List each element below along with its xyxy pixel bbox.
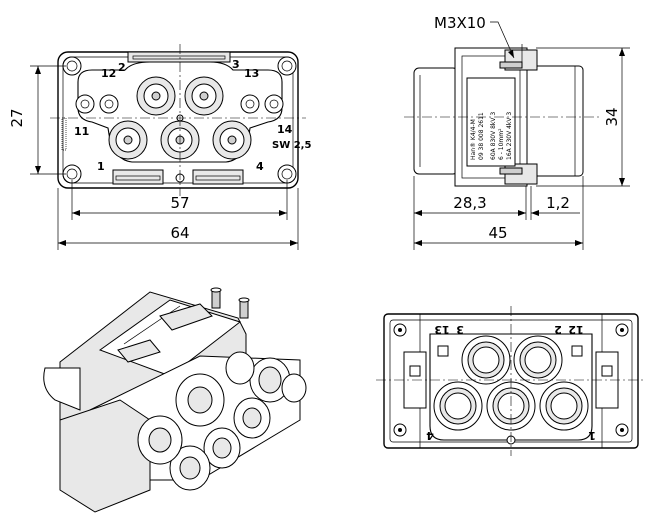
dim-height-side: 34 <box>603 107 621 126</box>
contact-label-3: 3 <box>232 58 240 71</box>
rear-label-4: 4 <box>426 429 434 442</box>
dim-total: 45 <box>488 224 507 242</box>
dim-width-outer: 64 <box>170 224 189 242</box>
rear-label-12: 12 <box>568 323 583 336</box>
rear-label-2: 2 <box>554 323 562 336</box>
corner-label-1: 1 <box>97 160 105 173</box>
rear-screw-icons <box>393 323 629 437</box>
label-line-1: Han® K4/4-M <box>470 119 477 160</box>
dim-height-front: 27 <box>8 108 26 127</box>
side-view: Han® K4/4-M 09 38 008 2611 60A 830V 8kV … <box>404 14 630 250</box>
rear-label-1: 1 <box>588 429 596 442</box>
contact-label-14: 14 <box>277 123 293 136</box>
rear-view: 13 3 2 12 4 1 <box>376 306 646 456</box>
dim-width-inner: 57 <box>170 194 189 212</box>
screw-label: M3X10 <box>434 14 486 32</box>
sw-label: SW 2,5 <box>272 140 311 151</box>
corner-label-4: 4 <box>256 160 264 173</box>
dim-depth-body: 28,3 <box>453 194 486 212</box>
signal-contact-icons <box>75 94 284 183</box>
contact-label-2: 2 <box>118 61 126 74</box>
iso-contact-icons <box>137 351 307 491</box>
rear-label-13: 13 <box>434 323 449 336</box>
label-line-3: 60A 830V 8kV 3 <box>490 112 497 160</box>
side-screw-icons <box>499 44 523 175</box>
dim-gap: 1,2 <box>546 194 570 212</box>
contact-label-13: 13 <box>244 67 259 80</box>
power-contact-icons <box>108 76 252 160</box>
contact-label-11: 11 <box>74 125 89 138</box>
mounting-screw-icons <box>62 56 297 184</box>
rear-label-3: 3 <box>456 323 464 336</box>
front-view: 12 2 3 13 11 14 1 4 SW 2,5 27 57 64 <box>8 44 311 250</box>
contact-label-12: 12 <box>101 67 116 80</box>
label-line-5: 16A 230V 4kV 3 <box>506 112 513 160</box>
label-line-4: 6 - 10mm² <box>498 128 505 160</box>
isometric-view <box>43 287 307 513</box>
rear-contact-icons <box>433 335 589 445</box>
label-line-2: 09 38 008 2611 <box>478 112 485 160</box>
